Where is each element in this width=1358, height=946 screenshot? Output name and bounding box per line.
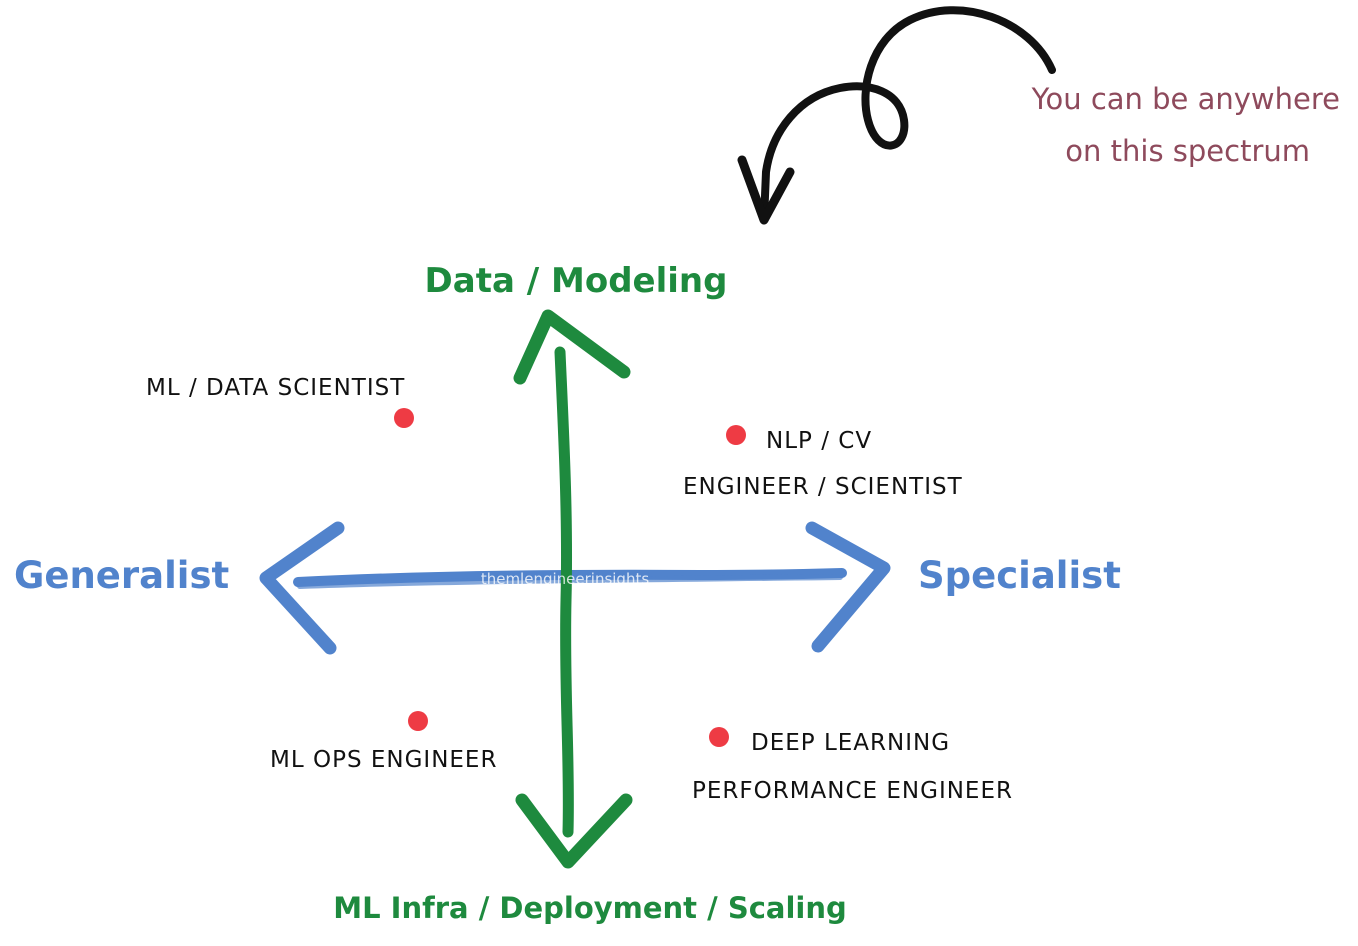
- vertical-axis: [513, 309, 633, 869]
- left-arrowhead: [259, 521, 345, 655]
- role-dot-nlp-cv: [726, 425, 746, 445]
- role-label-nlp-cv: NLP / CV: [766, 428, 872, 454]
- role-label-deep-learning: DEEP LEARNING: [751, 730, 950, 756]
- role-label-ml-ops: ML OPS ENGINEER: [270, 747, 497, 773]
- note-line-1: You can be anywhere: [1031, 82, 1340, 116]
- role-dot-ml-ops: [408, 711, 428, 731]
- curly-arrow: [737, 6, 1056, 225]
- horizontal-axis: [259, 521, 891, 655]
- note-line-2: on this spectrum: [1065, 134, 1310, 168]
- role-label-nlp-cv-line2: ENGINEER / SCIENTIST: [683, 474, 963, 500]
- top-arrowhead: [513, 309, 631, 385]
- role-dot-ml-data-scientist: [394, 408, 414, 428]
- role-dot-deep-learning: [709, 727, 729, 747]
- watermark: themlengineerinsights: [481, 570, 650, 588]
- axis-label-right: Specialist: [918, 554, 1121, 597]
- right-arrowhead: [805, 521, 891, 653]
- bottom-arrowhead: [515, 793, 633, 869]
- axis-label-left: Generalist: [14, 554, 229, 597]
- curly-arrow-stroke: [760, 6, 1056, 224]
- role-label-ml-data-scientist: ML / DATA SCIENTIST: [146, 375, 405, 401]
- vertical-axis-line: [554, 346, 574, 838]
- curly-arrow-head: [737, 155, 795, 225]
- horizontal-axis-line: [293, 568, 847, 587]
- horizontal-axis-line-texture: [297, 574, 843, 589]
- axis-label-bottom: ML Infra / Deployment / Scaling: [333, 891, 847, 925]
- role-label-deep-learning-line2: PERFORMANCE ENGINEER: [692, 778, 1013, 804]
- axis-label-top: Data / Modeling: [425, 261, 728, 301]
